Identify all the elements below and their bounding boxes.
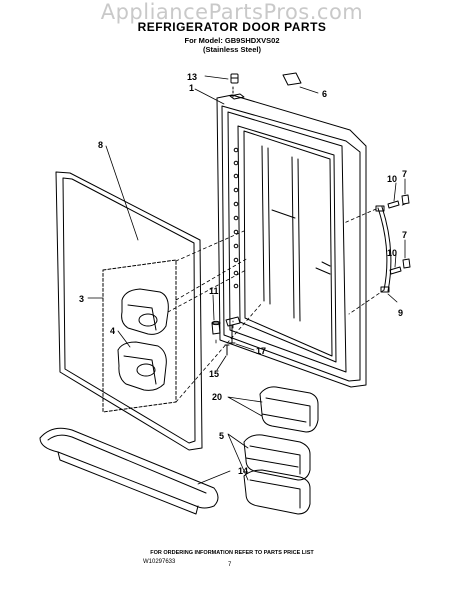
page-number: 7 xyxy=(228,562,232,568)
callout-10b: 10 xyxy=(387,248,397,258)
model-line: For Model: GB9SHDXVS02 xyxy=(184,36,280,45)
part-15-screw xyxy=(224,344,230,356)
part-7-caps xyxy=(401,194,411,269)
callout-20: 20 xyxy=(212,392,222,402)
part-3-4-group xyxy=(102,259,177,413)
callout-9: 9 xyxy=(398,308,403,318)
callout-1: 1 xyxy=(189,83,194,93)
part-14-shelf xyxy=(39,427,219,515)
callout-15: 15 xyxy=(209,369,219,379)
part-6-pad xyxy=(282,72,302,86)
part-10-screws xyxy=(387,200,402,275)
callout-4: 4 xyxy=(110,326,115,336)
watermark: AppliancePartsPros.com xyxy=(100,0,364,24)
door-assembly xyxy=(216,85,367,388)
document-id: W10297633 xyxy=(143,559,176,565)
callout-labels: 13 1 6 8 7 10 7 10 9 3 11 4 17 15 20 5 1… xyxy=(79,72,407,476)
callout-13: 13 xyxy=(187,72,197,82)
callout-7a: 7 xyxy=(402,169,407,179)
part-9-handle xyxy=(375,205,392,293)
callout-5: 5 xyxy=(219,431,224,441)
callout-8: 8 xyxy=(98,140,103,150)
part-11-bushing xyxy=(211,320,221,335)
part-5-bin xyxy=(243,434,311,515)
callout-6: 6 xyxy=(322,89,327,99)
part-20-bin xyxy=(259,386,319,433)
finish-line: (Stainless Steel) xyxy=(203,45,261,54)
ordering-note: FOR ORDERING INFORMATION REFER TO PARTS … xyxy=(150,550,314,556)
part-13-bushing xyxy=(230,73,239,84)
part-8-gasket xyxy=(55,171,203,451)
callout-11: 11 xyxy=(209,286,219,296)
callout-17: 17 xyxy=(256,346,266,356)
alignment-lines xyxy=(167,203,406,403)
callout-3: 3 xyxy=(79,294,84,304)
part-17-hinge xyxy=(225,316,241,344)
callout-14: 14 xyxy=(238,466,248,476)
diagram-title: REFRIGERATOR DOOR PARTS xyxy=(137,20,327,34)
callout-10a: 10 xyxy=(387,174,397,184)
leader-lines xyxy=(87,75,406,485)
callout-7b: 7 xyxy=(402,230,407,240)
